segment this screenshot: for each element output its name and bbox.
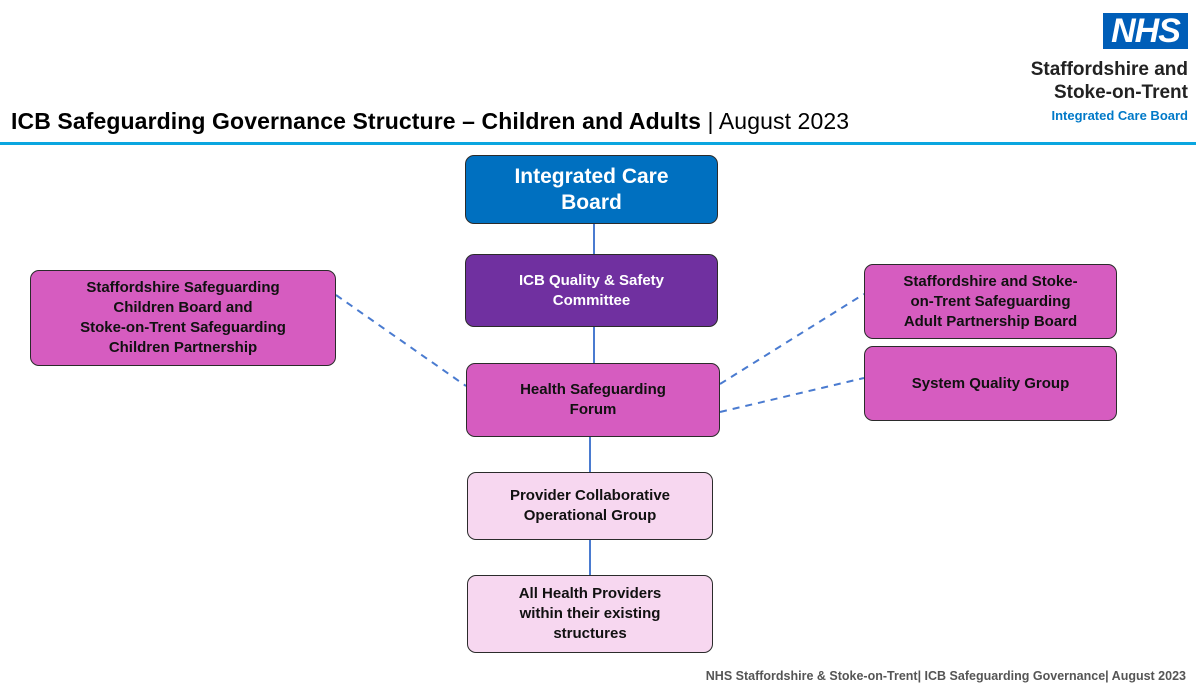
connector-forum-adult [719, 293, 865, 385]
nhs-logo: NHS [1103, 13, 1188, 49]
node-adult-partnership-board: Staffordshire and Stoke- on-Trent Safegu… [864, 264, 1117, 339]
node-quality-safety-committee-label: ICB Quality & Safety Committee [518, 271, 665, 309]
footer-text: NHS Staffordshire & Stoke-on-Trent| ICB … [705, 669, 1186, 683]
page-title-main: ICB Safeguarding Governance Structure – … [11, 108, 702, 134]
node-quality-safety-committee: ICB Quality & Safety Committee [465, 254, 718, 327]
connector-children-forum [335, 294, 467, 387]
node-all-health-providers: All Health Providers within their existi… [467, 575, 713, 653]
title-divider [0, 142, 1196, 145]
page-title-date: August 2023 [718, 108, 850, 134]
node-children-board: Staffordshire Safeguarding Children Boar… [30, 270, 336, 366]
page-title-separator: | [701, 108, 719, 134]
node-health-safeguarding-forum-label: Health Safeguarding Forum [520, 381, 666, 418]
node-integrated-care-board: Integrated Care Board [465, 155, 718, 224]
connector-forum-system [719, 377, 865, 413]
node-all-health-providers-label: All Health Providers within their existi… [518, 585, 662, 642]
node-system-quality-group-label: System Quality Group [911, 374, 1070, 392]
node-adult-partnership-board-label: Staffordshire and Stoke- on-Trent Safegu… [903, 272, 1078, 330]
node-integrated-care-board-label: Integrated Care Board [514, 164, 669, 214]
logo-org-line2: Stoke-on-Trent [1053, 82, 1188, 103]
node-system-quality-group: System Quality Group [864, 346, 1117, 421]
logo-org-subtitle: Integrated Care Board [1051, 108, 1188, 123]
node-health-safeguarding-forum: Health Safeguarding Forum [466, 363, 720, 437]
logo-org-line1: Staffordshire and [1030, 59, 1188, 80]
node-children-board-label: Staffordshire Safeguarding Children Boar… [80, 279, 286, 356]
node-provider-collaborative-group-label: Provider Collaborative Operational Group [509, 487, 671, 524]
page-title: ICB Safeguarding Governance Structure – … [11, 108, 849, 135]
node-provider-collaborative-group: Provider Collaborative Operational Group [467, 472, 713, 540]
